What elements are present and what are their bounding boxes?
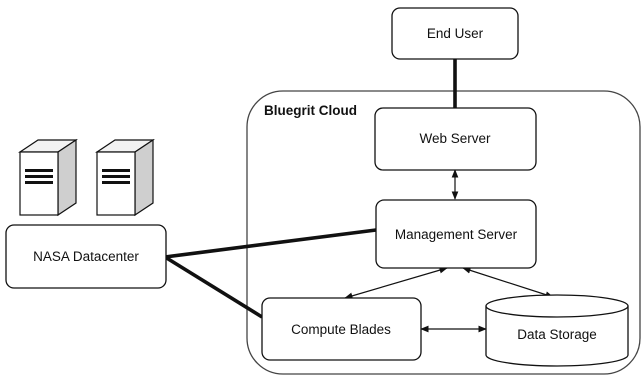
cloud-boundary (246, 90, 641, 375)
server-tower-icon (95, 138, 155, 217)
server-tower-icon (18, 138, 78, 217)
node-nasa-datacenter: NASA Datacenter (5, 224, 167, 289)
node-label-compute-blades: Compute Blades (291, 322, 391, 337)
cloud-label: Bluegrit Cloud (264, 103, 357, 118)
node-label-management-server: Management Server (395, 227, 518, 242)
node-label-nasa-datacenter: NASA Datacenter (33, 249, 139, 264)
node-label-end-user: End User (427, 26, 484, 41)
arrow-management-compute (344, 266, 448, 300)
connection-nasa-compute (164, 255, 263, 319)
node-data-storage: Data Storage (485, 294, 629, 367)
arrow-management-storage (462, 267, 554, 298)
connection-nasa-management (164, 228, 377, 259)
node-management-server: Management Server (375, 199, 537, 269)
node-compute-blades: Compute Blades (261, 297, 422, 361)
node-end-user: End User (391, 7, 519, 60)
node-label-data-storage: Data Storage (517, 327, 597, 342)
node-web-server: Web Server (374, 107, 537, 171)
node-label-web-server: Web Server (419, 131, 491, 146)
